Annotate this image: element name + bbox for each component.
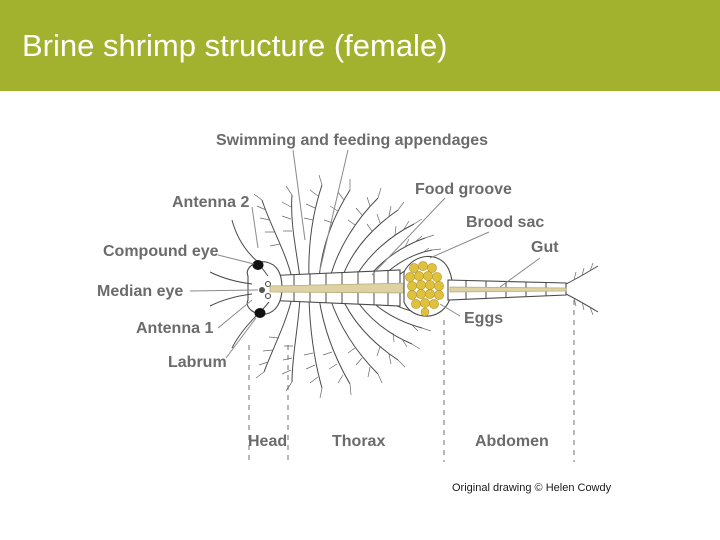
- label-swimming-feeding: Swimming and feeding appendages: [216, 132, 488, 149]
- antenna-1-left: [209, 293, 253, 307]
- region-head: Head: [248, 433, 287, 450]
- antenna-2-lower: [231, 313, 259, 349]
- label-labrum: Labrum: [168, 354, 227, 371]
- antenna-2-upper: [231, 219, 259, 263]
- brine-shrimp-diagram: Swimming and feeding appendages Food gro…: [97, 132, 612, 494]
- compound-eye-bottom: [254, 308, 266, 318]
- lower-appendages: [255, 296, 432, 399]
- title-bar: Brine shrimp structure (female): [0, 0, 720, 91]
- credit-text: Original drawing © Helen Cowdy: [452, 482, 612, 494]
- slide-title: Brine shrimp structure (female): [22, 28, 448, 63]
- label-food-groove: Food groove: [415, 181, 512, 198]
- median-eye: [259, 287, 265, 293]
- tail-furca: [565, 262, 599, 316]
- label-median-eye: Median eye: [97, 283, 183, 300]
- shrimp-drawing: [209, 174, 599, 399]
- region-abdomen: Abdomen: [475, 433, 549, 450]
- compound-eye-top: [252, 260, 264, 270]
- label-antenna-2: Antenna 2: [172, 194, 249, 211]
- label-compound-eye: Compound eye: [103, 243, 219, 260]
- label-gut: Gut: [531, 239, 559, 256]
- label-antenna-1: Antenna 1: [136, 320, 213, 337]
- label-brood-sac: Brood sac: [466, 214, 544, 231]
- label-eggs: Eggs: [464, 310, 503, 327]
- region-thorax: Thorax: [332, 433, 385, 450]
- eggs-cluster: [405, 261, 444, 317]
- leader-lines: [189, 149, 541, 359]
